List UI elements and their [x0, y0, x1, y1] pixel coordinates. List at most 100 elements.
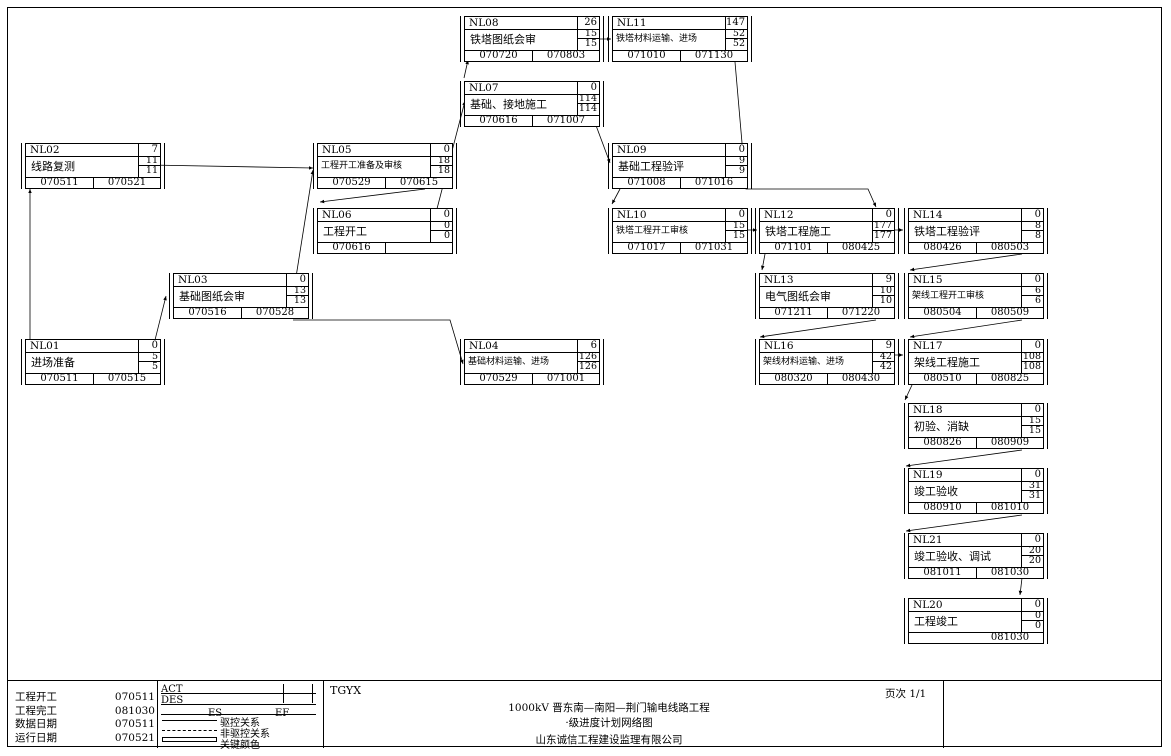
- node-float-free: 42: [872, 362, 894, 373]
- legend-nondrive: 非驱控关系: [220, 729, 270, 740]
- node-float-total: 15: [577, 29, 599, 39]
- node-early-finish: 071220: [841, 307, 881, 318]
- node-duration: 0: [286, 274, 308, 286]
- project-title: 1000kV 晋东南—南阳—荆门输电线路工程: [508, 702, 710, 714]
- node-name: 进场准备: [31, 356, 75, 369]
- node-early-start: 070511: [26, 373, 94, 385]
- node-float-total: 0: [1021, 611, 1043, 621]
- node-early-finish: 071016: [694, 177, 734, 188]
- node-float-free: 15: [725, 231, 747, 242]
- node-early-finish: 070803: [546, 50, 586, 61]
- node-float-total: 15: [725, 221, 747, 231]
- node-id: NL10: [617, 209, 647, 221]
- node-early-start: 080426: [909, 242, 977, 254]
- node-name: 线路复测: [31, 160, 75, 173]
- node-float-free: 177: [872, 230, 892, 242]
- node-id: NL20: [913, 599, 943, 611]
- node-footer: 081030: [909, 632, 1043, 644]
- node-name: 工程开工准备及审核: [321, 161, 403, 171]
- node-early-start: 071211: [760, 307, 828, 319]
- info-label: 运行日期: [15, 731, 57, 744]
- node-float-total: 177: [872, 220, 894, 231]
- legend-divider: [161, 704, 316, 705]
- node-float-free: 18: [430, 166, 452, 177]
- node-float-total: 15: [1021, 416, 1043, 426]
- node-float-total: 9: [725, 156, 747, 166]
- node-early-start: 070720: [465, 50, 533, 62]
- node-early-start: 080826: [909, 437, 977, 449]
- legend-divider: [161, 693, 316, 694]
- node-float-free: 20: [1021, 556, 1043, 567]
- info-value: 070521: [114, 731, 155, 744]
- node-name: 工程竣工: [914, 615, 958, 628]
- node-float-total: 52: [725, 29, 747, 39]
- node-footer: 070616: [318, 242, 452, 254]
- legend-key: 关键颜色: [220, 740, 260, 751]
- node-early-finish: 070515: [107, 373, 147, 384]
- node-float-free: 31: [1021, 491, 1043, 502]
- node-id: NL18: [913, 404, 943, 416]
- drawing-code: TGYX: [330, 684, 362, 697]
- node-early-finish: 070615: [399, 177, 439, 188]
- node-float-total: 18: [430, 156, 452, 166]
- node-float-free: 11: [138, 166, 160, 177]
- node-float-free: 9: [725, 166, 747, 177]
- node-early-finish: 081030: [990, 632, 1030, 643]
- node-duration: 9: [872, 274, 894, 286]
- node-early-finish: 070521: [107, 177, 147, 188]
- node-early-start: 070529: [318, 177, 386, 189]
- node-id: NL11: [617, 17, 647, 29]
- node-name: 铁塔工程开工审核: [616, 226, 689, 236]
- node-duration: 0: [725, 144, 747, 156]
- node-duration: 0: [1021, 534, 1043, 546]
- node-duration: 0: [1021, 274, 1043, 286]
- node-early-finish: 071130: [694, 50, 734, 61]
- node-duration: 147: [725, 17, 746, 29]
- node-id: NL12: [764, 209, 794, 221]
- node-id: NL01: [30, 340, 60, 352]
- node-id: NL02: [30, 144, 60, 156]
- node-float-total: 5: [138, 352, 160, 362]
